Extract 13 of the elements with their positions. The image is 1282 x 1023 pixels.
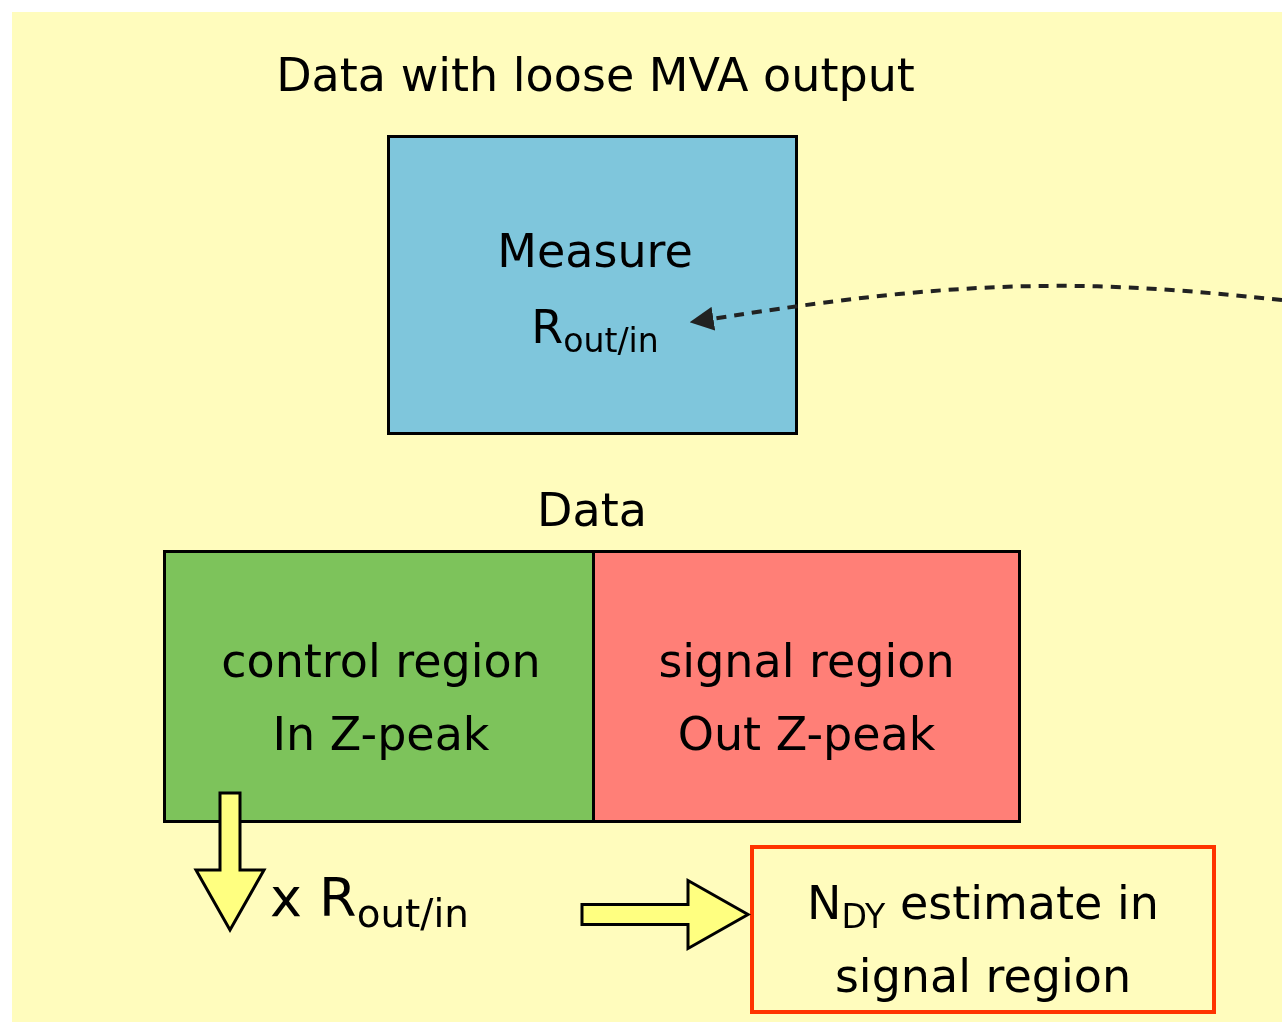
dashed-arrow xyxy=(689,283,1282,331)
region-label: signal region Out Z-peak xyxy=(657,633,956,763)
block-arrow xyxy=(580,877,752,952)
block-arrow xyxy=(193,791,267,934)
formula-label: x R$_{out/in}$ xyxy=(270,866,470,929)
box-label: Measure R$_{out/in}$ xyxy=(496,223,694,363)
box-heading: Data xyxy=(536,483,648,537)
control-region-box xyxy=(166,553,595,820)
result-box xyxy=(750,845,1216,1014)
region-label: control region In Z-peak xyxy=(220,633,542,763)
signal-region-box xyxy=(595,553,1018,820)
result-label: N$_{DY}$ estimate in signal region xyxy=(806,875,1160,1005)
box-heading: Data with loose MVA output xyxy=(275,48,916,102)
